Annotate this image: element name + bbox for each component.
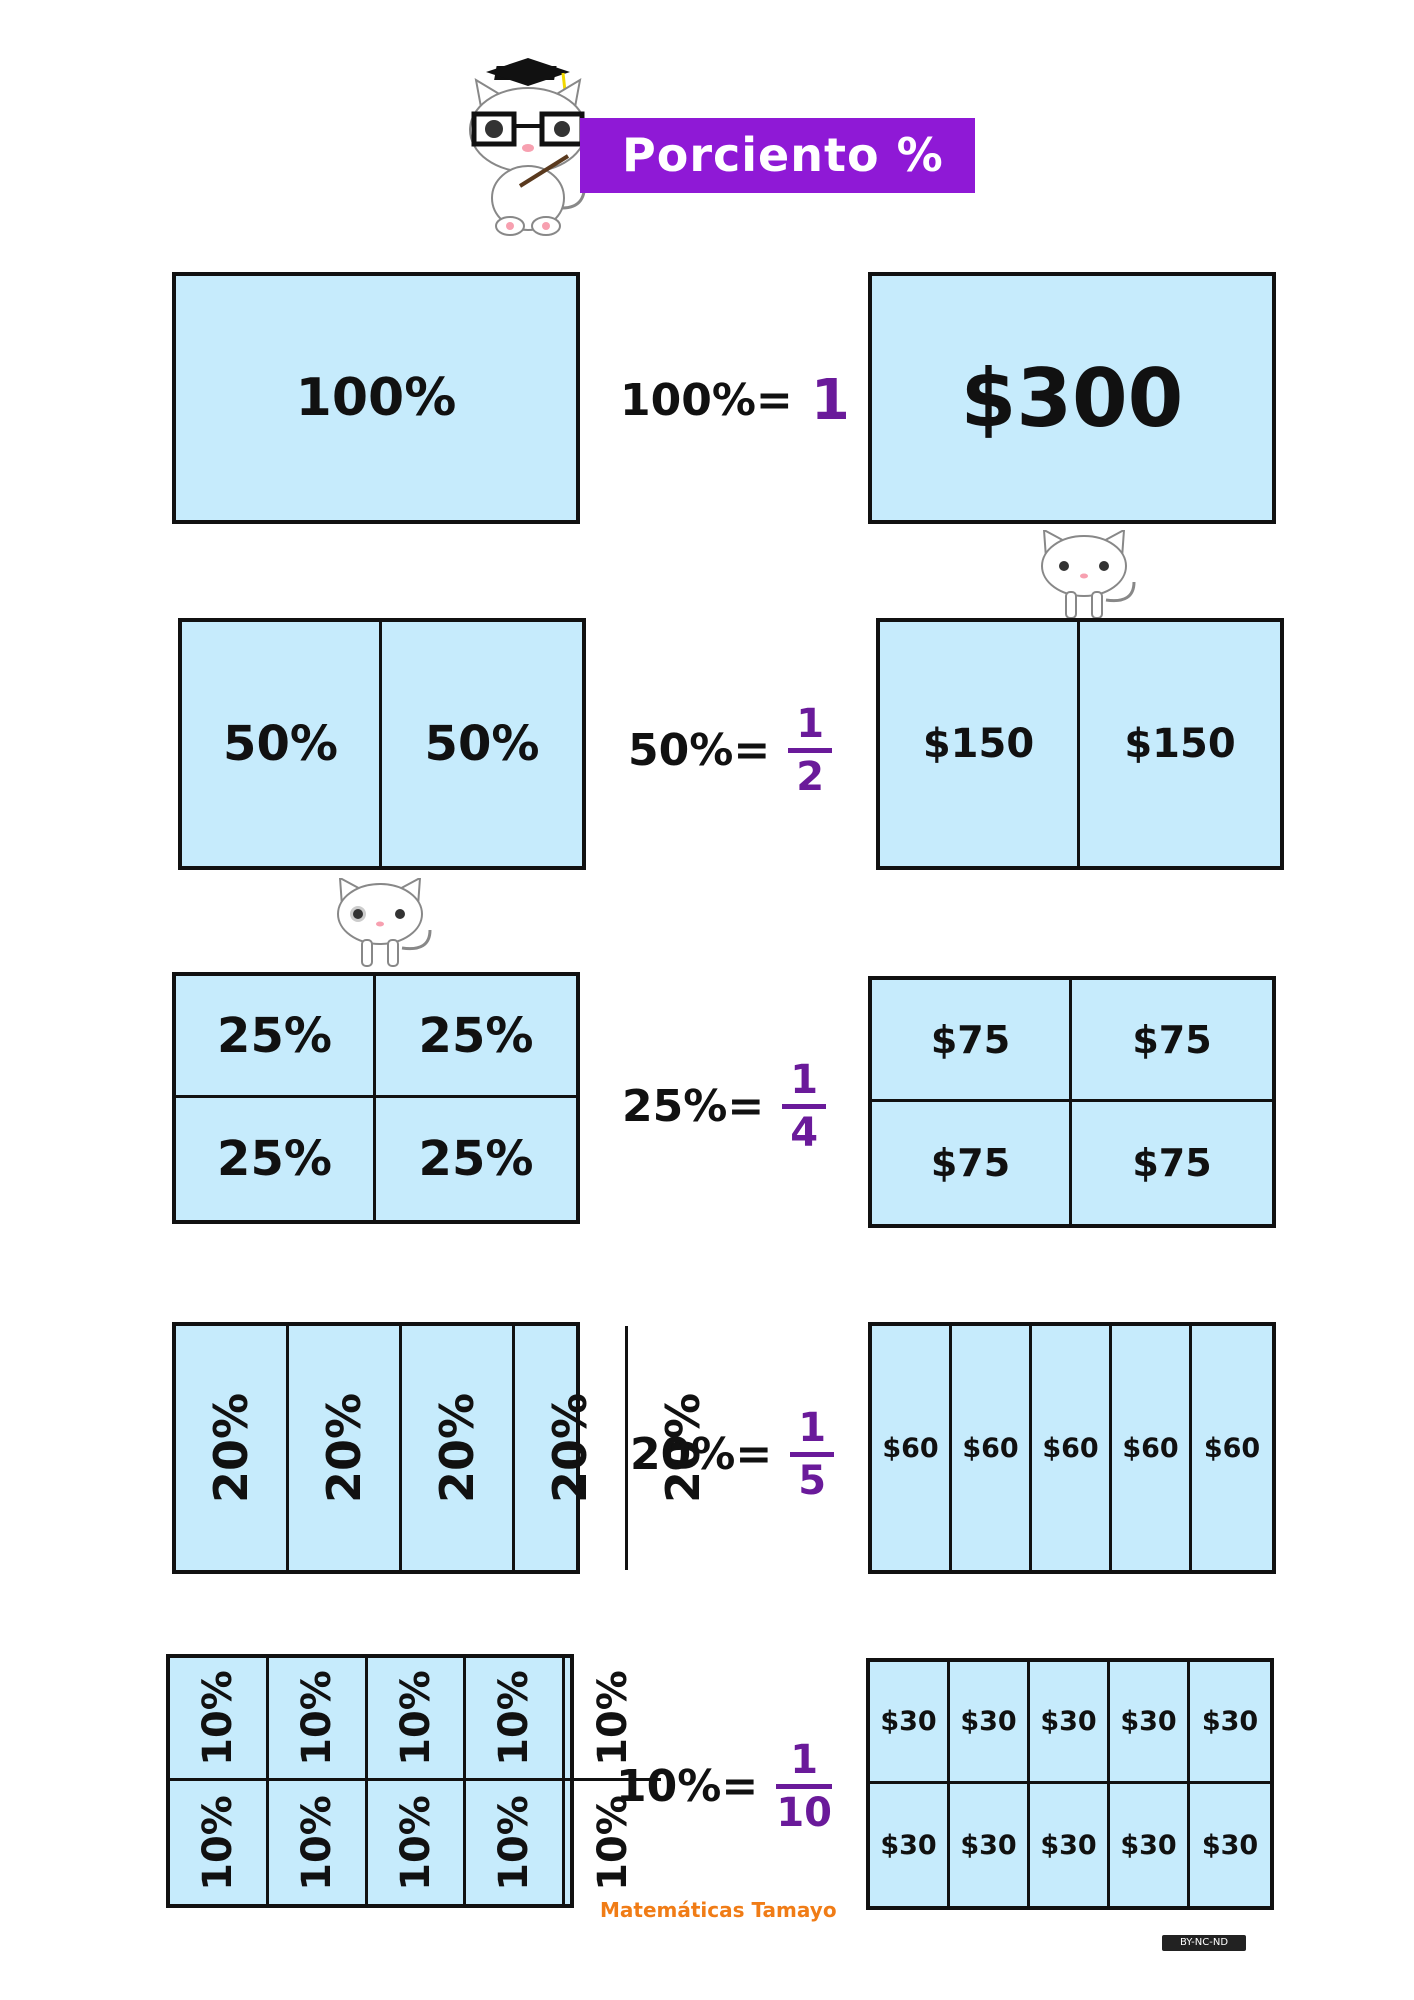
percent-cell: 25% (176, 1098, 376, 1220)
equation-100: 100%= 1 (620, 360, 850, 440)
equation-lhs: 25%= (622, 1081, 765, 1132)
percent-cell: 20% (543, 1392, 598, 1504)
percent-cell: 10% (194, 1670, 241, 1766)
percent-cell: 10% (194, 1794, 241, 1891)
fraction-numerator: 1 (790, 1057, 819, 1103)
amount-box-75: $75 $75 $75 $75 (868, 976, 1276, 1228)
fraction-denominator: 2 (796, 754, 825, 800)
percent-box-10: 10% 10% 10% 10% 10% 10% 10% 10% 10% 10% (166, 1654, 661, 1908)
percent-cell: 10% (491, 1670, 538, 1766)
amount-cell: $30 (870, 1662, 950, 1784)
equation-lhs: 100%= (620, 374, 793, 426)
amount-box-30: $30 $30 $30 $30 $30 $30 $30 $30 $30 $30 (866, 1658, 1274, 1910)
equation-whole: 1 (810, 367, 850, 433)
fraction-denominator: 4 (790, 1110, 819, 1156)
amount-cell: $30 (870, 1784, 950, 1906)
percent-cell: 25% (176, 976, 376, 1098)
amount-cell: $30 (1110, 1784, 1190, 1906)
fraction-bar (776, 1784, 833, 1789)
amount-cell: $30 (1110, 1662, 1190, 1784)
cat-teacher-icon (469, 58, 587, 236)
amount-cell: $30 (950, 1662, 1030, 1784)
amount-cell: $60 (1032, 1326, 1112, 1570)
percent-cell: 20% (430, 1392, 485, 1504)
amount-cell: $60 (1203, 1432, 1261, 1464)
fraction: 1 10 (776, 1737, 833, 1836)
percent-cell: 10% (293, 1794, 340, 1891)
amount-cell: $30 (1190, 1662, 1270, 1784)
amount-box-60: $60 $60 $60 $60 $60 (868, 1322, 1276, 1574)
fraction: 1 2 (788, 701, 833, 800)
cc-license-icon: BY-NC-ND (1162, 1935, 1246, 1951)
amount-box-150: $150 $150 (876, 618, 1284, 870)
amount-cell: $300 (960, 351, 1184, 445)
fraction-numerator: 1 (790, 1737, 819, 1783)
amount-cell: $30 (950, 1784, 1030, 1906)
amount-cell: $75 (872, 1102, 1072, 1224)
percent-cell: 20% (317, 1392, 372, 1504)
equation-25: 25%= 1 4 (622, 1057, 827, 1156)
fraction: 1 4 (782, 1057, 827, 1156)
amount-cell: $30 (1201, 1829, 1259, 1861)
fraction-bar (782, 1104, 827, 1109)
percent-cell: 100% (295, 368, 457, 428)
fraction-denominator: 5 (798, 1458, 827, 1504)
percent-box-100: 100% (172, 272, 580, 524)
fraction-denominator: 10 (776, 1790, 833, 1836)
amount-cell: $150 (1124, 721, 1236, 767)
percent-cell: 25% (376, 976, 576, 1098)
percent-cell: 50% (182, 622, 382, 866)
percent-box-50: 50% 50% (178, 618, 586, 870)
equation-lhs: 10%= (616, 1761, 759, 1812)
equation-lhs: 20%= (630, 1429, 773, 1480)
equation-50: 50%= 1 2 (628, 701, 833, 800)
percent-cell: 20% (204, 1392, 259, 1504)
fraction-bar (788, 748, 833, 753)
equation-20: 20%= 1 5 (630, 1405, 835, 1504)
equation-10: 10%= 1 10 (616, 1737, 833, 1836)
percent-cell: 50% (424, 716, 540, 772)
cat-icon (1041, 530, 1136, 619)
fraction: 1 5 (790, 1405, 835, 1504)
amount-cell: $75 (872, 980, 1072, 1102)
amount-cell: $60 (952, 1326, 1032, 1570)
amount-cell: $60 (872, 1326, 952, 1570)
fraction-numerator: 1 (798, 1405, 827, 1451)
equation-lhs: 50%= (628, 725, 771, 776)
amount-cell: $75 (1132, 1141, 1212, 1185)
amount-cell: $150 (880, 622, 1080, 866)
fraction-bar (790, 1452, 835, 1457)
license-label: BY-NC-ND (1179, 1937, 1229, 1948)
percent-box-25: 25% 25% 25% 25% (172, 972, 580, 1224)
percent-cell: 10% (491, 1794, 538, 1891)
cat-icon (337, 878, 432, 967)
amount-cell: $30 (1030, 1662, 1110, 1784)
percent-cell: 10% (293, 1670, 340, 1766)
percent-cell: 10% (392, 1670, 439, 1766)
amount-cell: $60 (1112, 1326, 1192, 1570)
amount-box-300: $300 (868, 272, 1276, 524)
fraction-numerator: 1 (796, 701, 825, 747)
percent-box-20: 20% 20% 20% 20% 20% (172, 1322, 710, 1574)
percent-cell: 25% (418, 1131, 534, 1187)
page-title: Porciento % (580, 118, 975, 193)
amount-cell: $75 (1072, 980, 1272, 1102)
amount-cell: $30 (1030, 1784, 1110, 1906)
percent-cell: 10% (392, 1794, 439, 1891)
author-credit: Matemáticas Tamayo (600, 1898, 837, 1922)
